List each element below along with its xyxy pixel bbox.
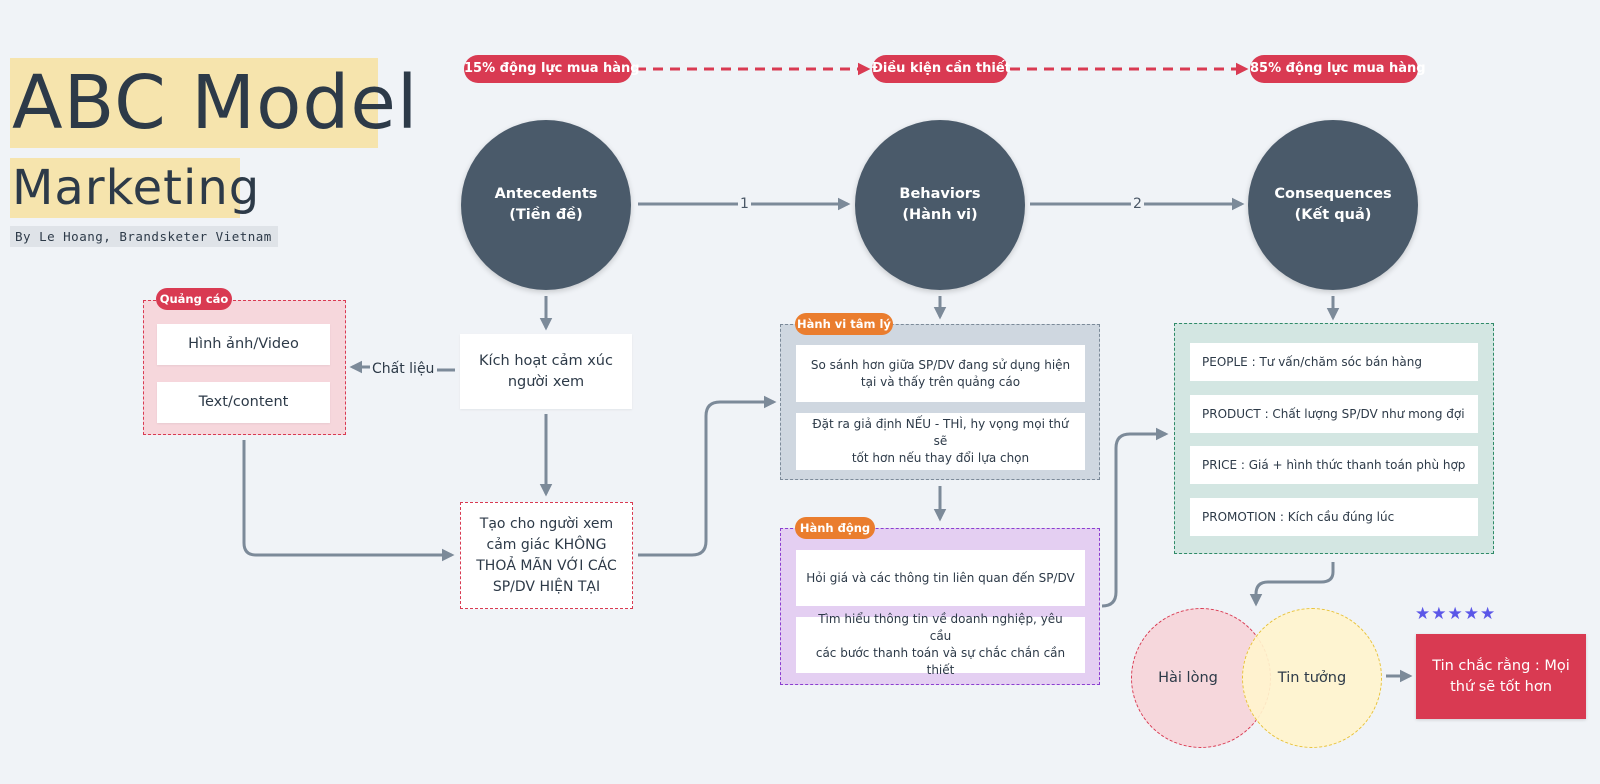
kich-hoat-box: Kích hoạt cảm xúc người xem: [460, 334, 632, 409]
circle-antecedents-label: Antecedents (Tiền đề): [494, 186, 598, 223]
tao-cho-box: Tạo cho người xem cảm giác KHÔNG THOẢ MÃ…: [460, 502, 633, 609]
circle-antecedents: Antecedents (Tiền đề): [461, 120, 631, 290]
circle-behaviors-label: Behaviors (Hành vi): [899, 186, 981, 223]
result-box: Tin chắc rằng : Mọi thứ sẽ tốt hơn: [1416, 634, 1586, 719]
tag-hanh-vi-tam-ly: Hành vi tâm lý: [795, 313, 893, 335]
card-product: PRODUCT : Chất lượng SP/DV như mong đợi: [1190, 395, 1478, 433]
circle-consequences-label: Consequences (Kết quả): [1274, 186, 1392, 223]
item-text-content: Text/content: [157, 382, 330, 423]
venn-hai-long-label: Hài lòng: [1158, 670, 1218, 686]
edge-label-1: 1: [738, 196, 751, 212]
card-tim-hieu: Tìm hiểu thông tin về doanh nghiệp, yêu …: [796, 612, 1085, 677]
card-dat-ra-gia-dinh: Đặt ra giả định NẾU - THÌ, hy vọng mọi t…: [796, 413, 1085, 470]
item-hinh-anh-video: Hình ảnh/Video: [157, 324, 330, 365]
byline: By Le Hoang, Brandsketer Vietnam: [10, 226, 278, 247]
edge-label-2: 2: [1131, 196, 1144, 212]
venn-tin-tuong: Tin tưởng: [1242, 608, 1382, 748]
card-price: PRICE : Giá + hình thức thanh toán phù h…: [1190, 446, 1478, 484]
tag-hanh-dong: Hành động: [795, 517, 875, 539]
tag-quang-cao: Quảng cáo: [156, 288, 232, 310]
card-promotion: PROMOTION : Kích cầu đúng lúc: [1190, 498, 1478, 536]
card-people: PEOPLE : Tư vấn/chăm sóc bán hàng: [1190, 343, 1478, 381]
card-so-sanh: So sánh hơn giữa SP/DV đang sử dụng hiện…: [796, 345, 1085, 402]
circle-consequences: Consequences (Kết quả): [1248, 120, 1418, 290]
page-title: ABC Model: [10, 58, 419, 148]
venn-tin-tuong-label: Tin tưởng: [1277, 670, 1347, 686]
rating-stars: ★★★★★: [1415, 604, 1497, 624]
page-subtitle: Marketing: [10, 158, 261, 218]
chat-lieu-label: Chất liệu: [372, 360, 435, 378]
pill-85-percent: 85% động lực mua hàng: [1250, 55, 1426, 83]
pill-dieu-kien: Điều kiện cần thiết: [872, 55, 1011, 83]
pill-15-percent: 15% động lực mua hàng: [464, 55, 640, 83]
card-hoi-gia: Hỏi giá và các thông tin liên quan đến S…: [796, 550, 1085, 606]
circle-behaviors: Behaviors (Hành vi): [855, 120, 1025, 290]
